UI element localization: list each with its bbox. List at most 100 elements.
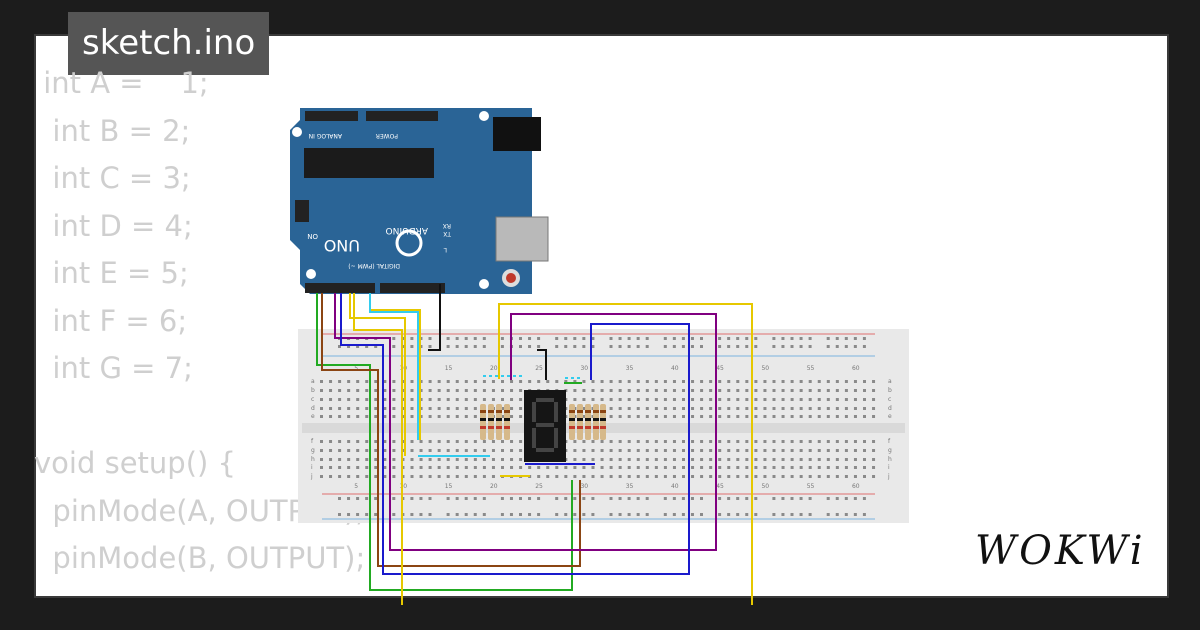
wire-yellow-right[interactable] (498, 303, 753, 605)
resistor[interactable] (488, 404, 494, 440)
resistor[interactable] (504, 404, 510, 440)
resistor[interactable] (496, 404, 502, 440)
breadboard-hole (872, 415, 876, 418)
breadboard-hole (745, 458, 749, 461)
wire-black[interactable] (428, 284, 441, 351)
file-tab[interactable]: sketch.ino (68, 12, 270, 75)
resistor-band (577, 426, 583, 429)
breadboard-hole (320, 407, 323, 410)
breadboard-hole (618, 398, 622, 401)
breadboard-hole (428, 466, 432, 469)
resistors-right[interactable] (569, 404, 606, 440)
code-line: int E = 5; (34, 256, 189, 290)
breadboard-hole (329, 440, 333, 443)
breadboard-hole (374, 458, 378, 461)
breadboard-hole (862, 513, 866, 516)
breadboard-hole (636, 466, 640, 469)
breadboard-label: i (311, 464, 313, 471)
breadboard-hole (863, 407, 866, 410)
breadboard-hole (464, 398, 468, 401)
breadboard-hole (356, 466, 360, 469)
breadboard-hole (356, 475, 360, 478)
breadboard-hole (772, 497, 776, 500)
wire-green[interactable] (316, 293, 573, 591)
breadboard-hole (853, 440, 857, 443)
reset-button[interactable] (506, 273, 516, 283)
breadboard-hole (582, 398, 586, 401)
breadboard-hole (672, 440, 676, 443)
resistor[interactable] (577, 404, 583, 440)
resistor-band (488, 418, 494, 421)
wire-cyan[interactable] (369, 293, 490, 457)
breadboard-hole (338, 345, 341, 348)
breadboard-hole (618, 466, 622, 469)
breadboard-hole (410, 513, 414, 516)
resistor[interactable] (569, 404, 575, 440)
breadboard-hole (464, 449, 468, 452)
breadboard-hole (573, 513, 577, 516)
breadboard-hole (501, 398, 504, 401)
breadboard-hole (446, 466, 450, 469)
breadboard-hole (320, 466, 323, 469)
breadboard-hole (500, 337, 504, 340)
breadboard-hole (410, 407, 414, 410)
breadboard-hole (374, 449, 378, 452)
breadboard-hole (700, 337, 703, 340)
resistor[interactable] (585, 404, 591, 440)
breadboard-hole (473, 513, 477, 516)
breadboard-hole (329, 389, 333, 392)
breadboard-hole (555, 475, 559, 478)
wire-blue[interactable] (340, 293, 690, 575)
power-jack (493, 117, 541, 151)
wire-short-cyan[interactable] (483, 375, 582, 379)
breadboard-hole (790, 389, 794, 392)
breadboard-hole (654, 389, 658, 392)
breadboard-hole (745, 449, 749, 452)
breadboard-hole (754, 449, 758, 452)
wire-brown[interactable] (321, 293, 581, 567)
breadboard-hole (329, 475, 333, 478)
seven-segment-display[interactable] (524, 390, 566, 462)
breadboard-hole (473, 389, 477, 392)
wire-purple[interactable] (334, 293, 717, 551)
breadboard-hole (591, 380, 595, 383)
breadboard-hole (826, 475, 830, 478)
breadboard-hole (546, 475, 550, 478)
breadboard-label: 45 (716, 365, 724, 372)
resistor[interactable] (600, 404, 606, 440)
breadboard-hole (482, 497, 486, 500)
breadboard-hole (627, 513, 631, 516)
breadboard-hole (663, 475, 667, 478)
breadboard-hole (573, 389, 577, 392)
breadboard-hole (428, 380, 432, 383)
breadboard-hole (519, 466, 523, 469)
arduino-uno[interactable]: ARDUINO UNO ON DIGITAL (PWM ~) ANALOG IN… (290, 108, 549, 294)
resistors-left[interactable] (480, 404, 510, 440)
wire-gnd[interactable] (537, 349, 547, 380)
digital-header-low (305, 283, 375, 293)
breadboard-hole (682, 398, 685, 401)
breadboard-hole (781, 458, 785, 461)
breadboard-hole (835, 407, 839, 410)
breadboard-hole (672, 337, 676, 340)
wires[interactable] (316, 284, 753, 605)
breadboard-hole (745, 380, 749, 383)
breadboard-hole (844, 398, 848, 401)
breadboard-hole (763, 466, 767, 469)
breadboard-hole (691, 449, 695, 452)
breadboard-hole (446, 345, 450, 348)
breadboard-hole (455, 380, 459, 383)
breadboard-hole (826, 389, 830, 392)
breadboard-hole (501, 449, 504, 452)
resistor[interactable] (480, 404, 486, 440)
resistor-band (577, 418, 583, 421)
breadboard-label: h (311, 456, 315, 463)
breadboard-hole (700, 466, 704, 469)
breadboard-hole (591, 440, 595, 443)
breadboard-hole (872, 449, 876, 452)
breadboard-hole (618, 389, 622, 392)
resistor[interactable] (593, 404, 599, 440)
icsp-header (295, 200, 309, 222)
breadboard-hole (781, 415, 785, 418)
breadboard-label: 50 (761, 365, 769, 372)
